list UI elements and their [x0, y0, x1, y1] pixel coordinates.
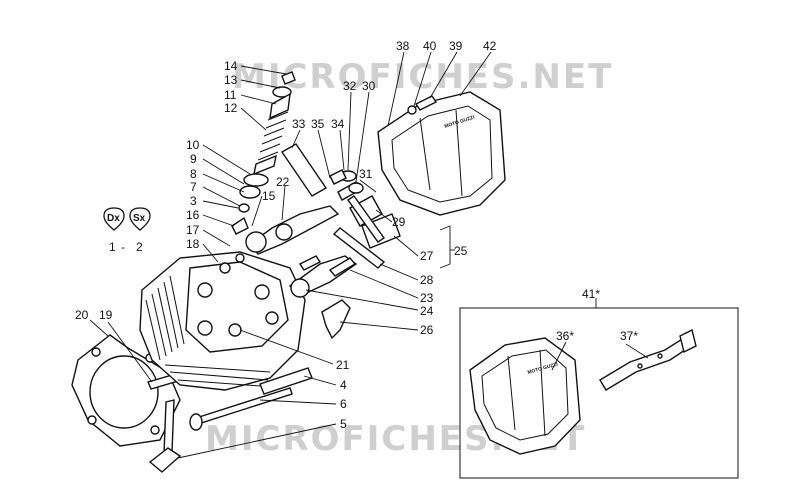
callout-29: 29	[392, 215, 406, 229]
callout-27: 27	[420, 249, 434, 263]
callout-13: 13	[224, 73, 238, 87]
callout-34: 34	[331, 117, 345, 131]
callout-11: 11	[224, 88, 237, 102]
callout-41: 41*	[582, 287, 600, 301]
callout-24: 24	[420, 304, 434, 318]
callout-28: 28	[420, 273, 434, 287]
rocker-assembly	[245, 143, 401, 340]
side-caption-2: 2	[136, 240, 143, 254]
callout-10: 10	[186, 138, 200, 152]
callout-8: 8	[190, 167, 197, 181]
callout-37: 37*	[620, 329, 638, 343]
callout-40: 40	[423, 39, 437, 53]
callout-32: 32	[343, 79, 357, 93]
callout-19: 19	[99, 308, 113, 322]
side-caption-1: 1	[109, 240, 116, 254]
callout-33: 33	[292, 117, 306, 131]
cylinder-head	[139, 251, 306, 391]
kit-inset-frame	[459, 307, 739, 479]
svg-text:Dx: Dx	[107, 213, 120, 224]
valve-cover: MOTO GUZZI	[377, 91, 506, 216]
callout-17: 17	[186, 223, 200, 237]
callout-23: 23	[420, 291, 434, 305]
callout-16: 16	[186, 208, 200, 222]
watermark-top: MICROFICHES.NET	[232, 57, 613, 97]
callout-14: 14	[224, 59, 238, 73]
callout-labels: 14 13 11 12 10 9 8 7 3 16 17 18 15 22 33…	[75, 39, 638, 431]
callout-20: 20	[75, 308, 89, 322]
callout-4: 4	[340, 378, 347, 392]
kit-inset: MOTO GUZZI	[459, 307, 739, 479]
callout-18: 18	[186, 237, 200, 251]
callout-3: 3	[190, 194, 197, 208]
callout-42: 42	[483, 39, 497, 53]
callout-6: 6	[340, 397, 347, 411]
side-badge-left: Sx 2	[129, 207, 151, 254]
callout-7: 7	[190, 180, 197, 194]
leader-lines	[89, 51, 649, 459]
callout-36: 36*	[556, 329, 574, 343]
callout-9: 9	[190, 152, 197, 166]
callout-22: 22	[276, 175, 290, 189]
callout-35: 35	[311, 117, 325, 131]
callout-12: 12	[224, 101, 238, 115]
callout-26: 26	[420, 323, 434, 337]
callout-15: 15	[262, 189, 276, 203]
callout-21: 21	[336, 358, 350, 372]
callout-30: 30	[362, 79, 376, 93]
badge-separator: -	[121, 240, 125, 254]
callout-25: 25	[454, 244, 468, 258]
callout-39: 39	[449, 39, 463, 53]
callout-5: 5	[340, 417, 347, 431]
callout-38: 38	[396, 39, 410, 53]
valve-spring-stack	[231, 71, 296, 235]
head-gasket	[71, 334, 181, 447]
pushrod-and-valve	[148, 367, 313, 473]
side-badge-right: Dx 1	[103, 207, 125, 254]
svg-text:Sx: Sx	[133, 213, 146, 224]
callout-31: 31	[359, 167, 373, 181]
